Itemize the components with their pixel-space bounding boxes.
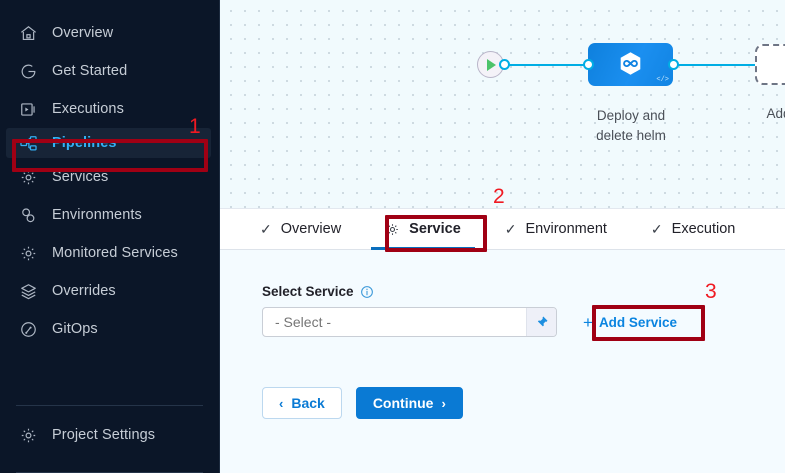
code-glyph-icon: </>: [656, 76, 669, 84]
sidebar-item-environments[interactable]: Environments: [0, 196, 219, 234]
harness-hexagon-icon: [618, 51, 643, 78]
pipeline-flow: </> Deploy and delete helm + Add Stage: [220, 0, 785, 208]
chevron-left-icon: ‹: [279, 395, 284, 411]
thumbtack-icon[interactable]: [526, 308, 556, 336]
select-service-label: Select Service: [262, 284, 354, 299]
sidebar-item-project-settings[interactable]: Project Settings: [0, 416, 219, 454]
sidebar-item-executions[interactable]: Executions: [0, 90, 219, 128]
check-icon: ✓: [650, 221, 663, 237]
stage-tabs: ✓ Overview Service ✓ Environment ✓ Execu…: [220, 208, 785, 250]
add-service-label: Add Service: [598, 314, 677, 330]
chevron-right-icon: ›: [441, 395, 446, 411]
connector-dot-stage-in: [583, 59, 594, 70]
plus-icon: +: [583, 312, 593, 332]
tab-execution[interactable]: ✓ Execution: [629, 209, 757, 249]
tab-service[interactable]: Service: [363, 209, 483, 250]
sidebar-spacer: [0, 348, 219, 395]
gear-icon: [18, 167, 38, 187]
pipeline-nodes-icon: [18, 133, 38, 153]
continue-button-label: Continue: [372, 395, 434, 411]
play-box-icon: [18, 99, 38, 119]
sidebar-item-overrides[interactable]: Overrides: [0, 272, 219, 310]
form-actions: ‹ Back Continue ›: [262, 387, 785, 419]
sidebar-item-label: Get Started: [52, 63, 128, 79]
info-icon[interactable]: [360, 285, 374, 299]
continue-button[interactable]: Continue ›: [355, 387, 463, 419]
home-icon: [18, 23, 38, 43]
gear-icon: [385, 222, 400, 237]
sidebar: Overview Get Started Executions: [0, 0, 220, 473]
layers-icon: [18, 281, 38, 301]
connector-start-to-stage: [501, 64, 587, 66]
environments-icon: [18, 205, 38, 225]
service-form: Select Service: [220, 250, 785, 473]
sidebar-item-label: Project Settings: [52, 427, 156, 443]
sidebar-item-monitored-services[interactable]: Monitored Services: [0, 234, 219, 272]
stage-node-label: Deploy and delete helm: [568, 106, 694, 146]
sidebar-item-label: GitOps: [52, 321, 98, 337]
check-icon: ✓: [504, 221, 517, 237]
sidebar-item-label: Services: [52, 169, 109, 185]
sidebar-item-pipelines[interactable]: Pipelines: [6, 128, 211, 158]
tab-environment[interactable]: ✓ Environment: [483, 209, 629, 249]
sidebar-item-overview[interactable]: Overview: [0, 14, 219, 52]
rocket-circle-icon: [18, 61, 38, 81]
sidebar-item-get-started[interactable]: Get Started: [0, 52, 219, 90]
sidebar-divider-top: [16, 405, 203, 406]
sidebar-item-services[interactable]: Services: [0, 158, 219, 196]
add-service-link[interactable]: + Add Service: [583, 314, 677, 331]
tab-label: Overview: [280, 221, 342, 237]
sidebar-item-label: Pipelines: [52, 135, 117, 151]
main-panel: </> Deploy and delete helm + Add Stage ✓: [220, 0, 785, 473]
sidebar-item-label: Overview: [52, 25, 114, 41]
stage-label-line2: delete helm: [596, 128, 666, 143]
select-service-label-row: Select Service: [262, 284, 785, 299]
tab-overview[interactable]: ✓ Overview: [238, 209, 363, 249]
add-stage-button[interactable]: +: [755, 44, 785, 85]
gitops-icon: [18, 319, 38, 339]
sidebar-item-label: Environments: [52, 207, 142, 223]
stage-label-line1: Deploy and: [596, 108, 666, 123]
sidebar-item-label: Monitored Services: [52, 245, 178, 261]
pipeline-canvas[interactable]: </> Deploy and delete helm + Add Stage: [220, 0, 785, 208]
sidebar-item-label: Overrides: [52, 283, 116, 299]
sidebar-item-gitops[interactable]: GitOps: [0, 310, 219, 348]
connector-dot-stage-out: [668, 59, 679, 70]
tab-label: Environment: [525, 221, 607, 237]
select-service-row: + Add Service: [262, 307, 785, 337]
tab-label: Service: [409, 221, 461, 237]
back-button[interactable]: ‹ Back: [262, 387, 342, 419]
select-service-control[interactable]: [262, 307, 557, 337]
connector-stage-to-add: [670, 64, 760, 66]
play-icon: [487, 58, 496, 71]
back-button-label: Back: [291, 395, 325, 411]
select-service-input[interactable]: [263, 308, 526, 336]
check-icon: ✓: [260, 221, 272, 237]
stage-node-deploy-and-delete-helm[interactable]: </>: [588, 43, 673, 86]
tab-label: Execution: [671, 221, 736, 237]
add-stage-label: Add Stage: [766, 106, 785, 121]
connector-dot-start: [499, 59, 510, 70]
gear-icon: [18, 425, 38, 445]
sidebar-item-label: Executions: [52, 101, 124, 117]
monitored-gear-icon: [18, 243, 38, 263]
